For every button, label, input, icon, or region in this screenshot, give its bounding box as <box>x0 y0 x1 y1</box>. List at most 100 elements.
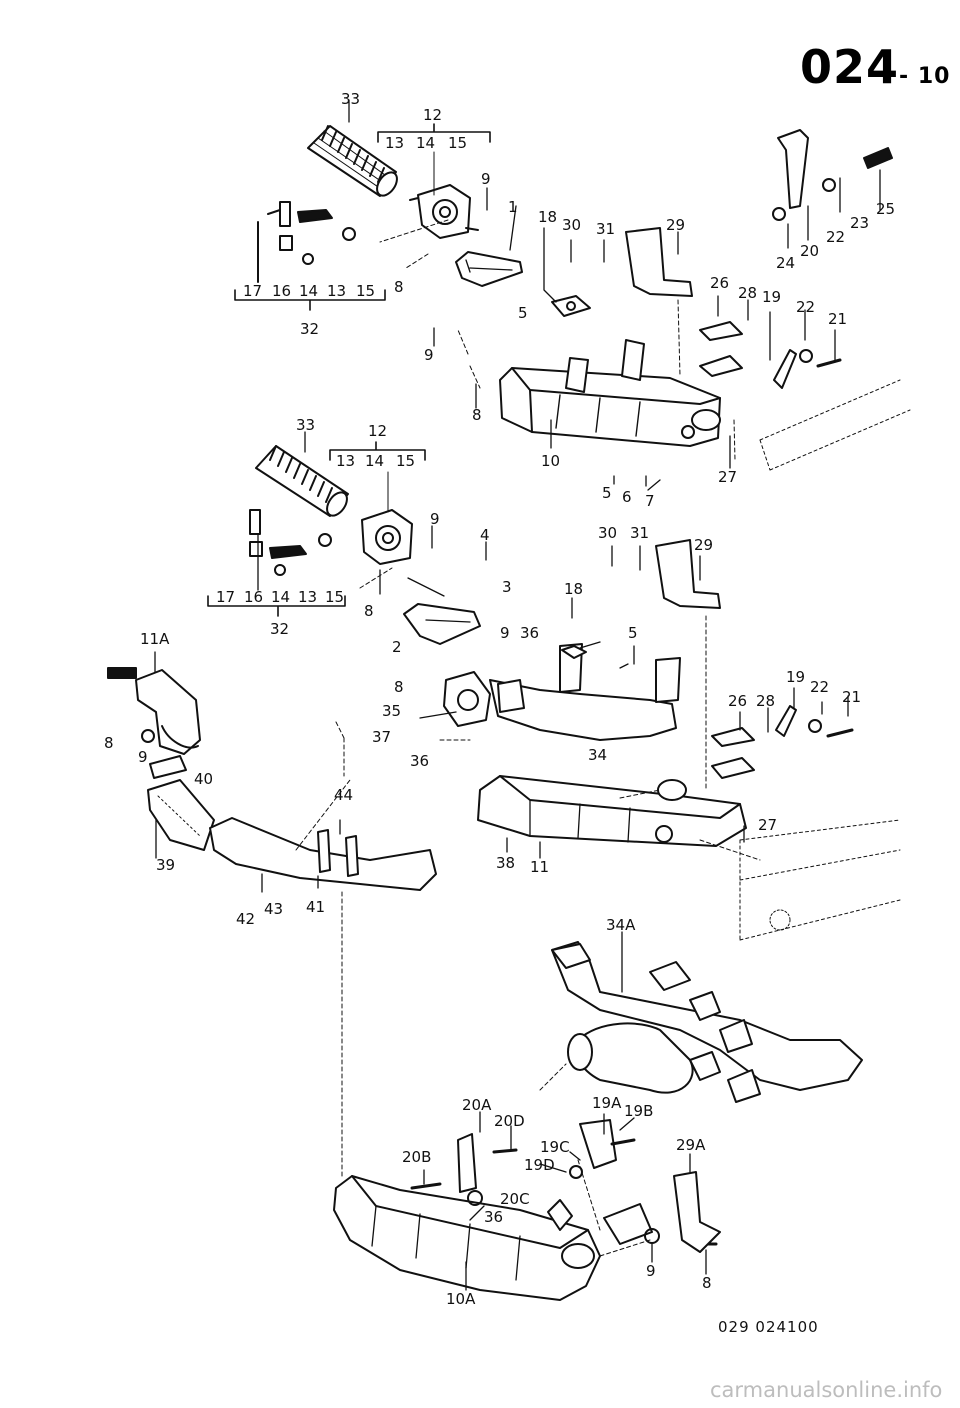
callout: 20C <box>500 1190 530 1208</box>
callout: 9 <box>424 346 434 364</box>
pipe-29-middle <box>655 539 721 609</box>
callout: 36 <box>484 1208 504 1226</box>
callout: 35 <box>382 702 402 720</box>
callout: 1 <box>508 198 518 216</box>
callout: 17 <box>243 282 263 300</box>
callout: 26 <box>728 692 748 710</box>
callout: 14 <box>299 282 319 300</box>
callout: 21 <box>842 688 862 706</box>
callout: 29 <box>666 216 686 234</box>
callout: 25 <box>876 200 896 218</box>
middle-assembly <box>107 431 901 1177</box>
callout: 22 <box>826 228 846 246</box>
callout: 14 <box>365 452 385 470</box>
callout: 15 <box>356 282 376 300</box>
callout: 9 <box>481 170 491 188</box>
callout: 32 <box>300 320 320 338</box>
callout: 8 <box>394 678 404 696</box>
hose-39 <box>147 779 215 851</box>
top-assembly <box>234 99 911 491</box>
callout: 9 <box>500 624 510 642</box>
muffler-10 <box>499 339 721 447</box>
hose-33-top <box>307 125 398 197</box>
callout: 31 <box>596 220 616 238</box>
pipe-34A <box>551 941 863 1103</box>
gasket-18 <box>551 295 591 317</box>
callout: 11A <box>140 630 170 648</box>
callout: 42 <box>236 910 256 928</box>
page-number: 024- 10 <box>800 40 950 94</box>
callout: 44 <box>334 786 354 804</box>
callout: 30 <box>598 524 618 542</box>
callout: 41 <box>306 898 326 916</box>
elbow-11A <box>107 667 201 755</box>
callout: 17 <box>216 588 236 606</box>
callout: 8 <box>394 278 404 296</box>
callout: 15 <box>448 134 468 152</box>
callout: 19 <box>762 288 782 306</box>
callout: 9 <box>138 748 148 766</box>
callout: 30 <box>562 216 582 234</box>
callout: 20 <box>800 242 820 260</box>
callout: 12 <box>423 106 443 124</box>
heater-valve-top <box>409 184 479 239</box>
callout: 23 <box>850 214 870 232</box>
callout: 40 <box>194 770 214 788</box>
callout: 10 <box>541 452 561 470</box>
callout: 6 <box>622 488 632 506</box>
callout: 33 <box>296 416 316 434</box>
muffler-10A <box>333 1175 601 1301</box>
callout: 15 <box>325 588 345 606</box>
callout: 7 <box>645 492 655 510</box>
callout: 9 <box>430 510 440 528</box>
callout: 28 <box>738 284 758 302</box>
callout: 13 <box>298 588 318 606</box>
callout: 37 <box>372 728 392 746</box>
callout: 22 <box>796 298 816 316</box>
watermark: carmanualsonline.info <box>710 1378 943 1402</box>
callout: 19B <box>624 1102 654 1120</box>
callout: 8 <box>104 734 114 752</box>
figure-code: 029 024100 <box>718 1318 819 1336</box>
callout: 29A <box>676 1136 706 1154</box>
callout: 34A <box>606 916 636 934</box>
callout: 28 <box>756 692 776 710</box>
callout: 2 <box>392 638 402 656</box>
bracket-2 <box>403 603 481 645</box>
pipe-29-top <box>625 227 693 297</box>
callout: 15 <box>396 452 416 470</box>
callout: 14 <box>271 588 291 606</box>
page-number-suffix: - 10 <box>899 64 951 89</box>
callout: 26 <box>710 274 730 292</box>
callout: 34 <box>588 746 608 764</box>
callout: 19A <box>592 1094 622 1112</box>
callout: 27 <box>758 816 778 834</box>
callout: 29 <box>694 536 714 554</box>
callout: 19 <box>786 668 806 686</box>
callout: 16 <box>272 282 292 300</box>
callout: 8 <box>472 406 482 424</box>
muffler-11 <box>477 775 747 847</box>
callout: 19C <box>540 1138 570 1156</box>
callout: 19D <box>524 1156 555 1174</box>
callout: 32 <box>270 620 290 638</box>
callout: 5 <box>518 304 528 322</box>
callout: 18 <box>564 580 584 598</box>
callout: 43 <box>264 900 284 918</box>
callout: 20B <box>402 1148 432 1166</box>
callout: 9 <box>646 1262 656 1280</box>
callout: 39 <box>156 856 176 874</box>
heater-valve-middle <box>361 509 413 565</box>
page-number-main: 024 <box>800 40 900 94</box>
callout: 11 <box>530 858 550 876</box>
callout: 12 <box>368 422 388 440</box>
callout: 36 <box>520 624 540 642</box>
callout: 13 <box>385 134 405 152</box>
callout: 16 <box>244 588 264 606</box>
callout: 22 <box>810 678 830 696</box>
callout: 3 <box>502 578 512 596</box>
callout: 24 <box>776 254 796 272</box>
bottom-assembly <box>333 931 863 1301</box>
